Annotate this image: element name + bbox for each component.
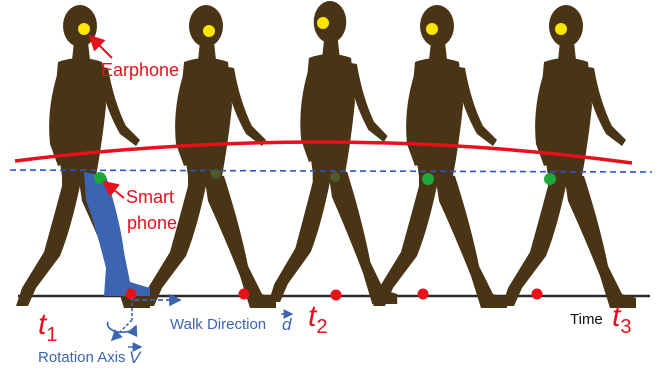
rotation-axis-symbol: V: [129, 348, 142, 367]
phone-marker-5: [544, 173, 556, 185]
contact-point-4: [418, 289, 429, 300]
walker-figure-2: [142, 5, 276, 308]
phone-marker-4: [422, 173, 434, 185]
walker-figure-4: [373, 5, 507, 308]
earphone-marker-3: [317, 17, 329, 29]
walk-direction-symbol: d: [282, 315, 292, 334]
walker-figure-3: [269, 1, 398, 304]
earphone-marker-5: [555, 23, 567, 35]
smartphone-label-line1: Smart: [126, 187, 174, 207]
walker-figure-1: [16, 5, 150, 308]
contact-point-2: [239, 289, 250, 300]
contact-point-3: [331, 290, 342, 301]
contact-point-5: [532, 289, 543, 300]
rotation-axis-icon: [108, 298, 136, 340]
contact-point-1: [126, 289, 137, 300]
earphone-label: Earphone: [101, 60, 179, 80]
rotation-axis-label: Rotation Axis: [38, 349, 126, 366]
smartphone-label-line2: phone: [127, 213, 177, 233]
phone-marker-3: [330, 172, 340, 182]
earphone-arrow: [90, 36, 112, 58]
time-mark-t1: t1: [38, 308, 57, 346]
earphone-marker-2: [203, 25, 215, 37]
phone-marker-2: [211, 169, 221, 179]
time-mark-t2: t2: [308, 300, 327, 338]
walk-direction-label: Walk Direction: [170, 316, 266, 333]
earphone-marker-1: [78, 23, 90, 35]
earphone-marker-4: [426, 23, 438, 35]
time-axis-label: Time: [570, 311, 603, 328]
